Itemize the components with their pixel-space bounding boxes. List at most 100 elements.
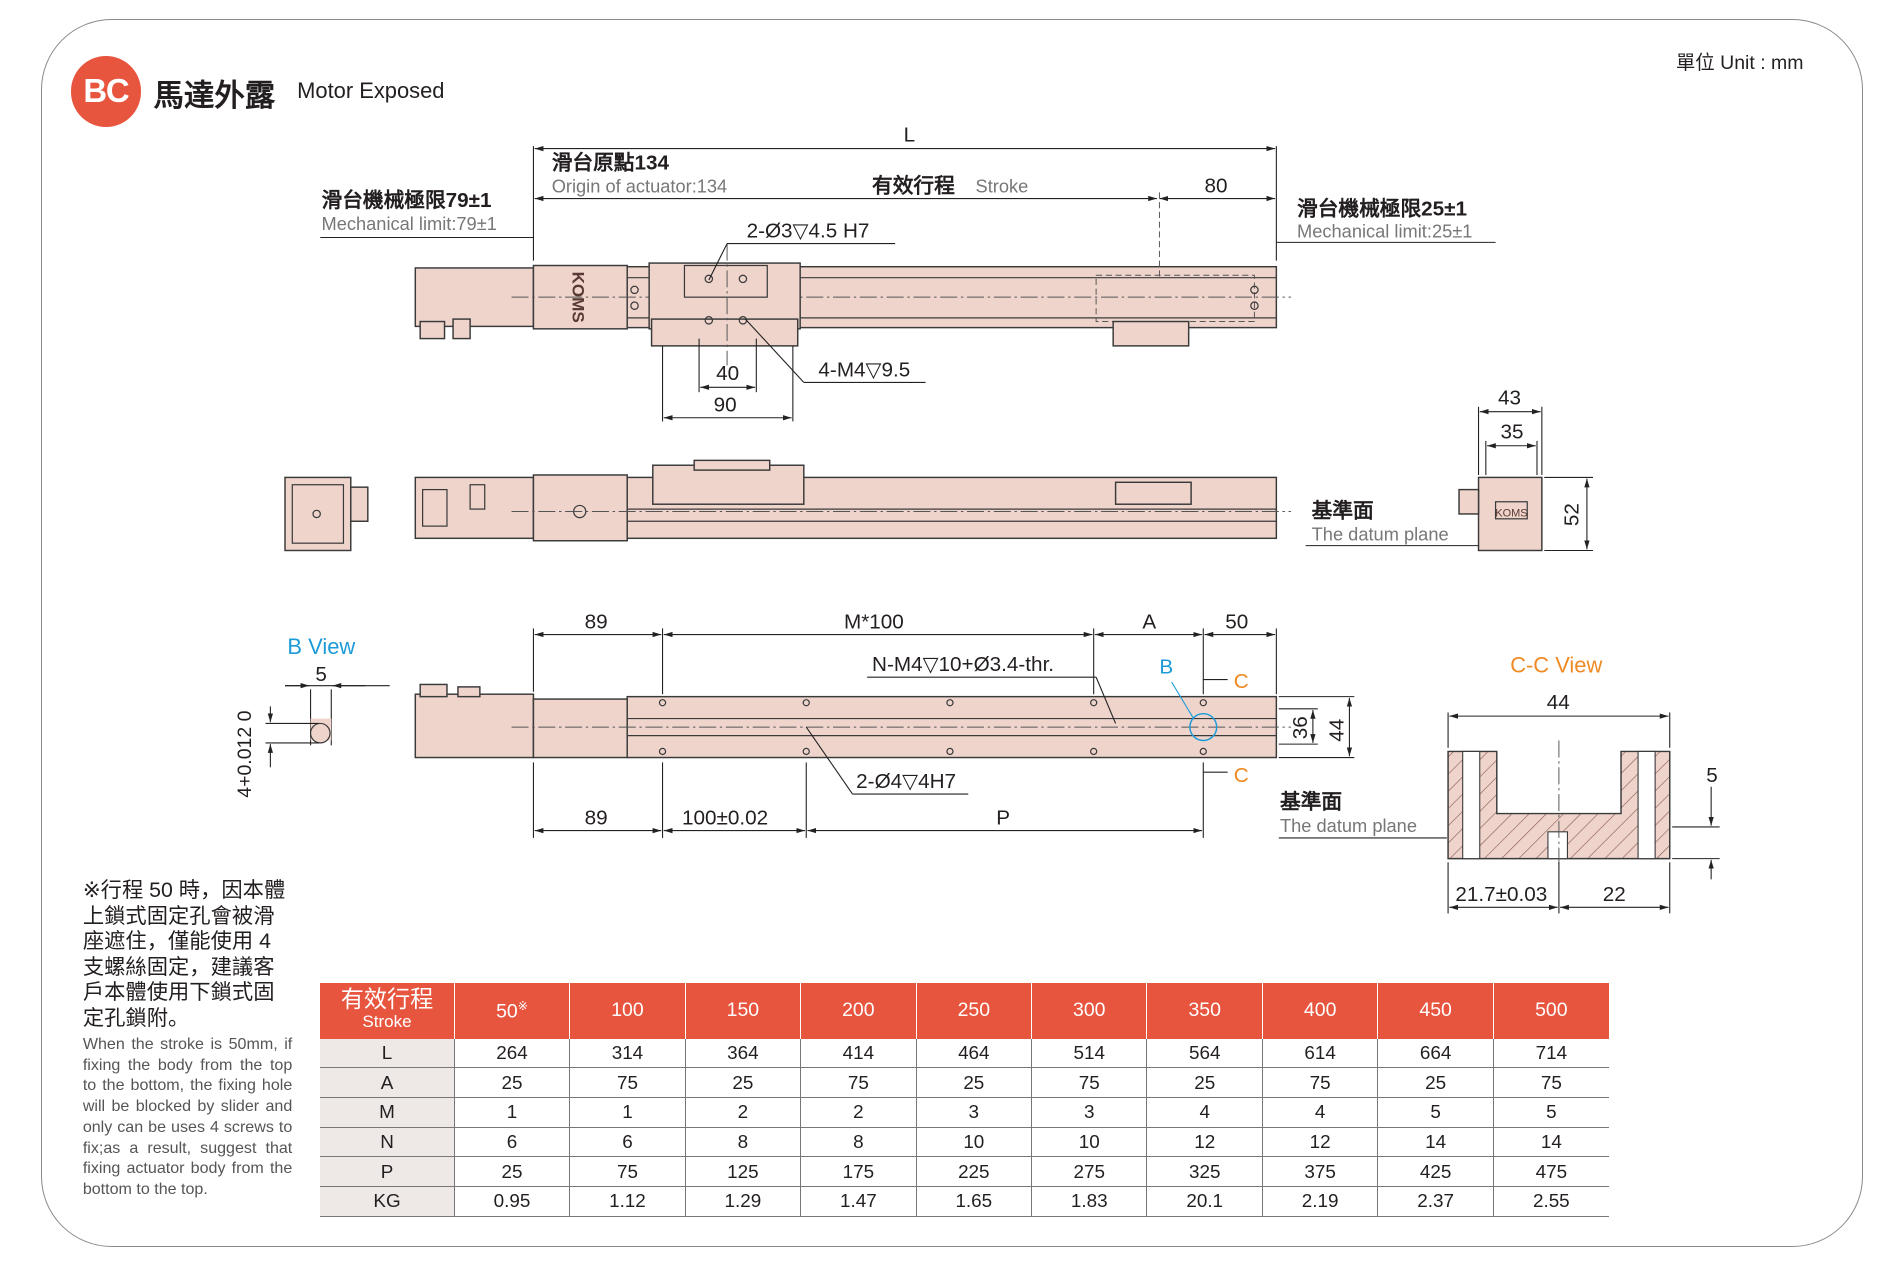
slider-side bbox=[652, 464, 805, 505]
cc-section-view: C-C View 44 5 21.7±0.03 22 bbox=[1447, 652, 1720, 914]
table-cell: 414 bbox=[800, 1038, 917, 1069]
bottom-view bbox=[414, 683, 1291, 759]
table-cell: 4 bbox=[1146, 1097, 1263, 1128]
header-col-label: 50 bbox=[496, 1000, 518, 1023]
table-cell: 5 bbox=[1493, 1097, 1609, 1128]
mounting-holes bbox=[658, 699, 1207, 756]
cc-dim-44: 44 bbox=[1547, 691, 1570, 714]
header-col-label: 300 bbox=[1073, 999, 1106, 1022]
stroke-note: ※行程 50 時，因本體上鎖式固定孔會被滑座遮住，僅能使用 4 支螺絲固定，建議… bbox=[83, 878, 292, 1200]
mech-limit-left-en: Mechanical limit:79±1 bbox=[322, 213, 497, 234]
mech-limit-right-en: Mechanical limit:25±1 bbox=[1297, 220, 1472, 241]
cc-dim-5: 5 bbox=[1706, 764, 1718, 787]
row-label: L bbox=[320, 1038, 455, 1069]
top-view: KOMS bbox=[414, 243, 1291, 366]
table-cell: 2 bbox=[800, 1097, 917, 1128]
bottom-dims: 89 M*100 A 50 N-M4▽10+Ø3.4-thr. B C C 36… bbox=[532, 610, 1447, 839]
top-dims: L 滑台原點134 Origin of actuator:134 有效行程 St… bbox=[320, 123, 1496, 422]
detail-b-label: B bbox=[1159, 655, 1173, 678]
header-col-200: 200 bbox=[800, 982, 917, 1039]
table-cell: 12 bbox=[1262, 1127, 1379, 1158]
table-cell: 125 bbox=[685, 1156, 802, 1187]
table-cell: 1.47 bbox=[800, 1186, 917, 1217]
n-screw-spec: N-M4▽10+Ø3.4-thr. bbox=[872, 653, 1054, 676]
table-cell: 8 bbox=[800, 1127, 917, 1158]
datum-label-zh: 基準面 bbox=[1312, 499, 1374, 523]
table-cell: 464 bbox=[916, 1038, 1033, 1069]
table-cell: 514 bbox=[1031, 1038, 1148, 1069]
table-cell: 275 bbox=[1031, 1156, 1148, 1187]
table-cell: 25 bbox=[1146, 1067, 1263, 1099]
motor-foot bbox=[419, 320, 446, 340]
cc-dim-22: 22 bbox=[1603, 883, 1626, 906]
slider-carriage bbox=[648, 262, 801, 330]
dim-36: 36 bbox=[1289, 716, 1312, 739]
b-view-tolerance: 4+0.012 0 bbox=[234, 710, 256, 797]
header-col-100: 100 bbox=[569, 982, 686, 1039]
table-cell: 5 bbox=[1377, 1097, 1494, 1128]
dim-50: 50 bbox=[1225, 610, 1248, 633]
table-cell: 425 bbox=[1377, 1156, 1494, 1187]
detail-b-marker bbox=[1189, 712, 1218, 742]
table-cell: 1.29 bbox=[685, 1186, 802, 1217]
datum-label-2-zh: 基準面 bbox=[1280, 790, 1342, 814]
table-cell: 12 bbox=[1146, 1127, 1263, 1158]
dim-m100: M*100 bbox=[844, 610, 904, 633]
motor-connector bbox=[452, 318, 471, 340]
table-cell: 364 bbox=[685, 1038, 802, 1069]
header-col-500: 500 bbox=[1493, 982, 1609, 1039]
series-badge: BC bbox=[70, 56, 142, 127]
mech-limit-right-zh: 滑台機械極限25±1 bbox=[1297, 197, 1467, 221]
table-cell: 375 bbox=[1262, 1156, 1379, 1187]
table-cell: 475 bbox=[1493, 1156, 1609, 1187]
table-cell: 3 bbox=[916, 1097, 1033, 1128]
table-cell: 3 bbox=[1031, 1097, 1148, 1128]
table-cell: 1.65 bbox=[916, 1186, 1033, 1217]
table-cell: 14 bbox=[1493, 1127, 1609, 1158]
header-stroke-zh: 有效行程 bbox=[340, 985, 434, 1012]
coupling-side bbox=[532, 474, 628, 542]
b-view-detail: B View 5 4+0.012 0 bbox=[234, 634, 390, 798]
row-label: A bbox=[320, 1067, 455, 1099]
table-cell: 564 bbox=[1146, 1038, 1263, 1069]
header-stroke-en: Stroke bbox=[362, 1011, 412, 1031]
mech-limit-left-zh: 滑台機械極限79±1 bbox=[322, 188, 492, 212]
dim-52: 52 bbox=[1560, 503, 1583, 526]
row-label: KG bbox=[320, 1186, 455, 1217]
note-mark: ※ bbox=[517, 998, 528, 1013]
table-cell: 1.12 bbox=[569, 1186, 686, 1217]
header-col-350: 350 bbox=[1146, 982, 1263, 1039]
table-cell: 75 bbox=[1262, 1067, 1379, 1099]
side-view bbox=[284, 459, 1291, 552]
table-cell: 6 bbox=[569, 1127, 686, 1158]
header-col-label: 350 bbox=[1188, 999, 1221, 1022]
table-cell: 75 bbox=[800, 1067, 917, 1099]
table-cell: 75 bbox=[1031, 1067, 1148, 1099]
header-col-label: 500 bbox=[1535, 999, 1568, 1022]
motor-end-view bbox=[284, 476, 352, 552]
table-cell: 175 bbox=[800, 1156, 917, 1187]
datum-label-2-en: The datum plane bbox=[1280, 815, 1417, 836]
table-cell: 2.19 bbox=[1262, 1186, 1379, 1217]
table-cell: 6 bbox=[454, 1127, 571, 1158]
table-cell: 1 bbox=[569, 1097, 686, 1128]
dim-35: 35 bbox=[1500, 420, 1523, 443]
table-cell: 1 bbox=[454, 1097, 571, 1128]
header-col-450: 450 bbox=[1377, 982, 1494, 1039]
b-view-dim-5: 5 bbox=[315, 663, 327, 686]
page-title-zh: 馬達外露 bbox=[153, 78, 276, 113]
table-cell: 25 bbox=[916, 1067, 1033, 1099]
slider-mount bbox=[650, 318, 799, 347]
origin-label-en: Origin of actuator:134 bbox=[552, 175, 728, 196]
note-en: When the stroke is 50mm, if fixing the b… bbox=[82, 1034, 293, 1198]
header-col-label: 100 bbox=[611, 999, 644, 1022]
table-cell: 25 bbox=[454, 1156, 571, 1187]
cc-dim-21-7: 21.7±0.03 bbox=[1455, 883, 1547, 906]
table-cell: 10 bbox=[1031, 1127, 1148, 1158]
table-cell: 75 bbox=[569, 1067, 686, 1099]
motor-side bbox=[414, 476, 535, 540]
